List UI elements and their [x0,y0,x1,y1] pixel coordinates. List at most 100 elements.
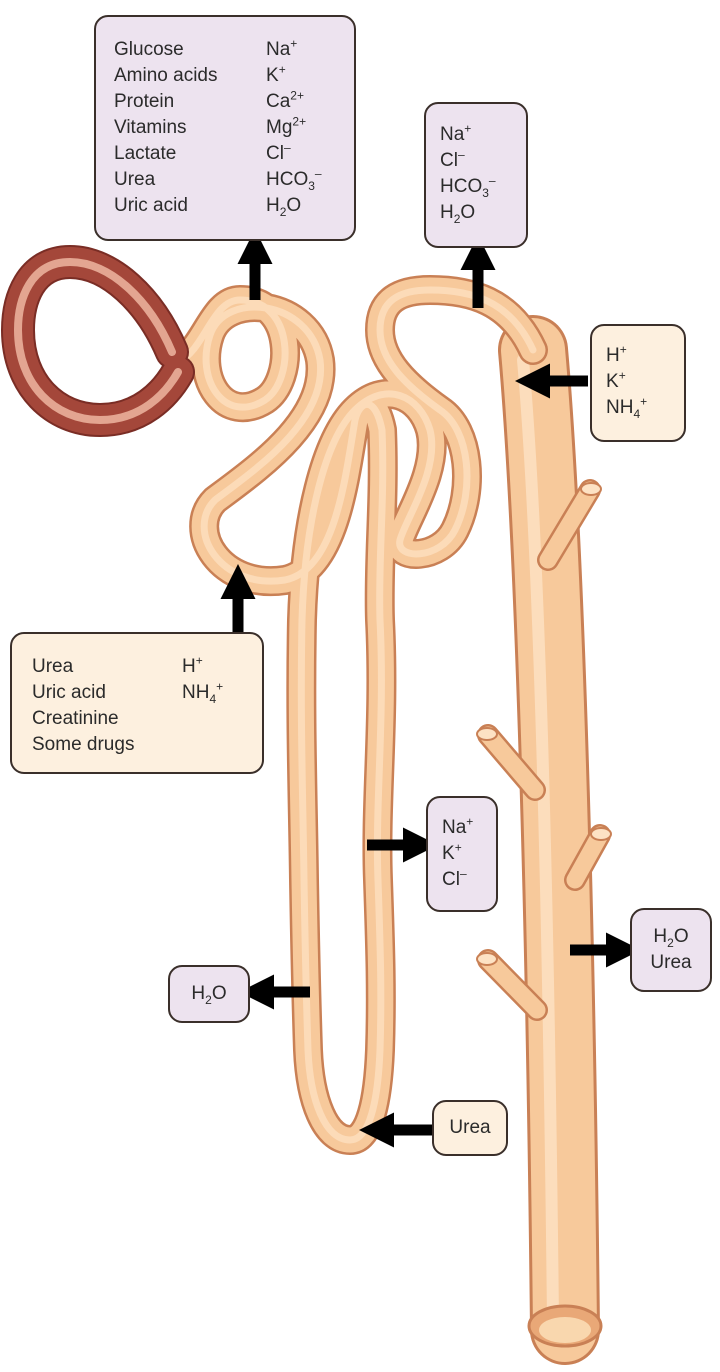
label-text: Uric acid [32,682,106,703]
label-text: NH [606,397,634,418]
label-item: H2O [170,981,248,1007]
label-text: H [182,656,196,677]
collecting-duct-box: H2O Urea [630,908,712,992]
label-item: Lactate [114,141,218,167]
label-item: Mg2+ [266,115,322,141]
label-item: NH4+ [182,680,223,706]
label-item: K+ [266,63,322,89]
label-item: Urea [434,1115,506,1141]
label-text: Some drugs [32,734,135,755]
label-item: Cl– [440,148,496,174]
label-text: Ca [266,91,291,112]
label-text: Urea [32,656,74,677]
label-text: H [606,345,620,366]
bowmans-capsule [0,244,195,438]
label-text: Cl [442,869,460,890]
label-item: Protein [114,89,218,115]
label-suffix: O [673,926,689,947]
collecting-duct-list: H2O Urea [632,924,710,976]
loop-tip-list: Urea [434,1115,506,1141]
subscript: 2 [205,992,212,1007]
label-text: Uric acid [114,195,188,216]
subscript: 3 [482,185,489,200]
label-text: K [606,371,619,392]
superscript: – [314,166,322,181]
label-text: Na [266,39,291,60]
label-text: Mg [266,117,293,138]
label-item: Uric acid [32,680,134,706]
ascending-limb-box: Na+K+Cl– [426,796,498,912]
superscript: – [488,173,496,188]
renal-tubule [163,275,548,1155]
label-text: H [266,195,280,216]
label-item: K+ [606,369,647,395]
label-item: H2O [266,193,322,219]
collecting-duct [476,315,612,1365]
label-text: Protein [114,91,175,112]
label-item: Na+ [440,122,496,148]
label-text: Na [440,124,465,145]
label-item: Vitamins [114,115,218,141]
label-item: Uric acid [114,193,218,219]
transport-arrows [220,229,641,1148]
label-text: Urea [449,1117,491,1138]
superscript: + [640,394,648,409]
dct-secretion-box: H+K+NH4+ [590,324,686,442]
superscript: – [459,866,467,881]
label-text: Na [442,817,467,838]
subscript: 3 [308,178,315,193]
label-item: Urea [632,950,710,976]
superscript: + [454,840,462,855]
superscript: + [466,814,474,829]
label-item: Amino acids [114,63,218,89]
label-text: HCO [440,176,483,197]
superscript: + [216,679,224,694]
subscript: 2 [279,204,287,219]
label-item: Ca2+ [266,89,322,115]
label-suffix: O [211,983,227,1004]
label-text: Cl [440,150,458,171]
label-item: NH4+ [606,395,647,421]
label-text: Cl [266,143,284,164]
pct-reabsorption-right: Na+K+Ca2+Mg2+Cl–HCO3–H2O [266,37,322,219]
superscript: – [457,147,465,162]
label-text: Lactate [114,143,177,164]
descending-limb-list: H2O [170,981,248,1007]
label-item: Cl– [442,867,473,893]
label-item: Na+ [442,815,473,841]
descending-limb-box: H2O [168,965,250,1023]
label-suffix: O [460,202,476,223]
label-item: H2O [440,200,496,226]
label-text: Creatinine [32,708,119,729]
superscript: + [464,121,472,136]
subscript: 2 [667,935,674,950]
ascending-limb-list: Na+K+Cl– [442,815,473,893]
label-text: H [191,983,206,1004]
superscript: + [619,342,627,357]
label-text: Glucose [114,39,184,60]
superscript: + [195,653,203,668]
subscript: 4 [633,406,641,421]
label-text: K [266,65,279,86]
subscript: 4 [209,691,217,706]
subscript: 2 [453,211,461,226]
superscript: 2+ [292,114,307,129]
label-suffix: O [286,195,302,216]
label-text: H [653,926,668,947]
label-item: Cl– [266,141,322,167]
label-item: Na+ [266,37,322,63]
label-text: Vitamins [114,117,187,138]
dct-reabsorption-list: Na+Cl–HCO3–H2O [440,122,496,226]
superscript: + [278,62,286,77]
loop-tip-box: Urea [432,1100,508,1156]
label-text: Amino acids [114,65,218,86]
label-item: K+ [442,841,473,867]
label-text: NH [182,682,210,703]
label-item: HCO3– [266,167,322,193]
superscript: 2+ [290,88,304,103]
label-item: Creatinine [32,706,134,732]
